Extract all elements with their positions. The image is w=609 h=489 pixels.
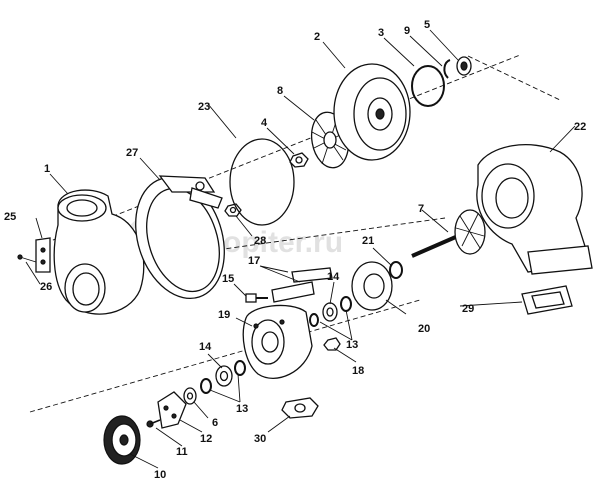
retaining-ring-part-13-left [200,360,246,394]
callout-14-left: 14 [199,341,212,353]
insert-part-5 [456,56,472,76]
callout-30: 30 [254,433,266,445]
callout-7: 7 [418,203,424,215]
callout-6: 6 [212,417,218,429]
v-band-clamp-part-27 [135,175,225,300]
callout-9: 9 [404,25,410,37]
lock-plate-part-17 [271,267,333,303]
callout-15: 15 [222,273,234,285]
seal-ring-part-3 [411,65,445,107]
callout-10: 10 [154,469,166,481]
callout-13-left: 13 [236,403,248,415]
backplate-part-2 [333,63,411,161]
turbine-wheel-shaft-part-7 [411,209,486,258]
gasket-part-29 [521,285,573,315]
callout-12: 12 [200,433,212,445]
nut-part-4 [289,152,309,168]
callout-1: 1 [44,163,50,175]
callout-11: 11 [176,446,188,458]
callout-8: 8 [277,85,283,97]
callout-28: 28 [254,235,266,247]
axis-line-lower [29,299,421,413]
heat-shield-part-20 [351,261,393,311]
callout-2: 2 [314,31,320,43]
turbine-housing-part-22 [476,144,593,275]
callout-4: 4 [261,117,268,129]
plug-part-18 [323,337,341,351]
callout-17: 17 [248,255,260,267]
callout-19: 19 [218,309,230,321]
nut-part-28 [224,203,242,217]
callout-21: 21 [362,235,374,247]
callout-5: 5 [424,19,430,31]
callout-23: 23 [198,101,210,113]
axis-line-upper [467,55,561,101]
bracket-part-25 [35,237,51,273]
gasket-part-30 [281,397,319,419]
insert-plate-part-10 [103,415,141,465]
screw-part-11 [146,419,161,428]
callout-14-right: 14 [327,271,340,283]
callout-22: 22 [574,121,586,133]
screw-part-26 [17,254,37,263]
axis-line-top [37,54,521,247]
callout-27: 27 [126,147,138,159]
bolt-part-15 [245,293,268,303]
thrust-collar-part-6 [183,387,197,405]
callout-25: 25 [4,211,16,223]
bearing-part-14-left [215,365,233,387]
callout-29: 29 [462,303,474,315]
callout-20: 20 [418,323,430,335]
center-housing-part-19 [242,304,313,379]
callout-labels: 1 2 3 4 5 6 7 8 9 10 11 12 13 13 14 14 1… [4,19,586,481]
callout-3: 3 [378,27,384,39]
bearing-part-14-right [322,302,338,322]
thrust-bearing-part-12 [157,391,187,429]
leader-lines [25,29,576,469]
callout-26: 26 [40,281,52,293]
compressor-housing-part-1 [53,189,145,315]
callout-18: 18 [352,365,364,377]
o-ring-part-23 [229,138,295,226]
snap-ring-part-9 [443,59,451,79]
callout-13-right: 13 [346,339,358,351]
piston-ring-part-21 [389,261,403,279]
